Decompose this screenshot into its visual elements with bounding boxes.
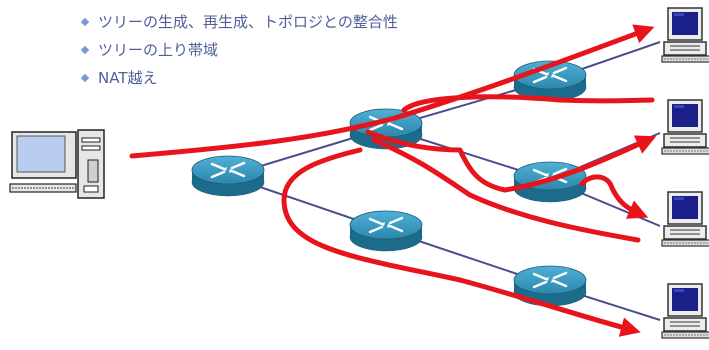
- flow-arrow: [365, 129, 657, 193]
- issue-text: ツリーの上り帯域: [98, 41, 219, 59]
- issue-list: ツリーの生成、再生成、トポロジとの整合性 ツリーの上り帯域 NAT越え: [80, 8, 398, 92]
- desktop-computer-icon: [9, 129, 105, 199]
- flow-arrow: [281, 147, 641, 337]
- issue-item: NAT越え: [80, 64, 398, 92]
- issue-text: NAT越え: [98, 69, 158, 87]
- flow-arrow: [579, 174, 649, 219]
- data-flows: [129, 24, 657, 337]
- workstation-icon: [661, 7, 709, 63]
- router-icon: [348, 209, 424, 253]
- workstation-icon: [661, 99, 709, 155]
- issue-text: ツリーの生成、再生成、トポロジとの整合性: [98, 13, 398, 31]
- flow-arrow: [129, 24, 655, 159]
- router-icon: [190, 154, 266, 198]
- issue-item: ツリーの生成、再生成、トポロジとの整合性: [80, 8, 398, 36]
- flow-arrow: [401, 94, 655, 113]
- workstation-icon: [661, 283, 709, 339]
- flow-arrow: [371, 137, 641, 243]
- issue-item: ツリーの上り帯域: [80, 36, 398, 64]
- workstation-icon: [661, 191, 709, 247]
